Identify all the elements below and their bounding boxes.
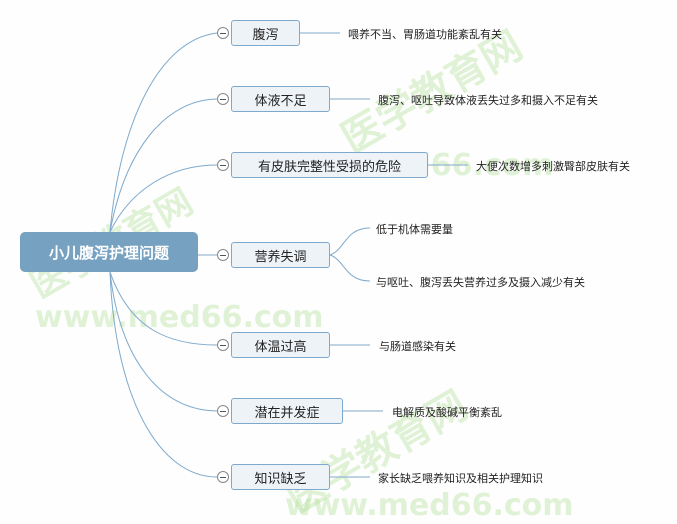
branch-node[interactable]: 营养失调 (231, 242, 330, 268)
branch-label: 体液不足 (254, 93, 307, 109)
connector-lines (109, 32, 468, 478)
root-node[interactable]: 小儿腹泻护理问题 (20, 232, 198, 272)
detail-text: 大便次数增多刺激臀部皮肤有关 (476, 160, 630, 173)
detail-text: 低于机体需要量 (376, 223, 453, 236)
branch-label: 腹泻 (252, 27, 279, 43)
collapse-toggle-icon[interactable] (217, 27, 229, 39)
branch-node[interactable]: 潜在并发症 (231, 398, 343, 424)
branch-node[interactable]: 知识缺乏 (231, 464, 330, 490)
detail-text: 与呕吐、腹泻丢失营养过多及摄入减少有关 (376, 276, 585, 289)
branch-node[interactable]: 体液不足 (231, 86, 330, 112)
root-label: 小儿腹泻护理问题 (48, 243, 169, 262)
branch-label: 有皮肤完整性受损的危险 (257, 159, 401, 175)
branch-label: 体温过高 (254, 339, 307, 355)
branch-node[interactable]: 体温过高 (231, 332, 330, 358)
collapse-toggle-icon[interactable] (217, 249, 229, 261)
collapse-toggle-icon[interactable] (217, 405, 229, 417)
collapse-toggle-icon[interactable] (217, 93, 229, 105)
detail-text: 电解质及酸碱平衡紊乱 (392, 406, 502, 419)
detail-text: 与肠道感染有关 (379, 340, 456, 353)
detail-text: 家长缺乏喂养知识及相关护理知识 (378, 472, 543, 485)
branch-label: 潜在并发症 (254, 405, 320, 421)
branch-label: 营养失调 (254, 249, 307, 265)
branch-node[interactable]: 腹泻 (231, 20, 300, 46)
branch-node[interactable]: 有皮肤完整性受损的危险 (231, 152, 428, 178)
detail-text: 腹泻、呕吐导致体液丢失过多和摄入不足有关 (378, 94, 598, 107)
detail-text: 喂养不当、胃肠道功能紊乱有关 (348, 28, 502, 41)
branch-label: 知识缺乏 (254, 471, 307, 487)
collapse-toggle-icon[interactable] (217, 339, 229, 351)
collapse-toggle-icon[interactable] (217, 471, 229, 483)
collapse-toggle-icon[interactable] (217, 159, 229, 171)
